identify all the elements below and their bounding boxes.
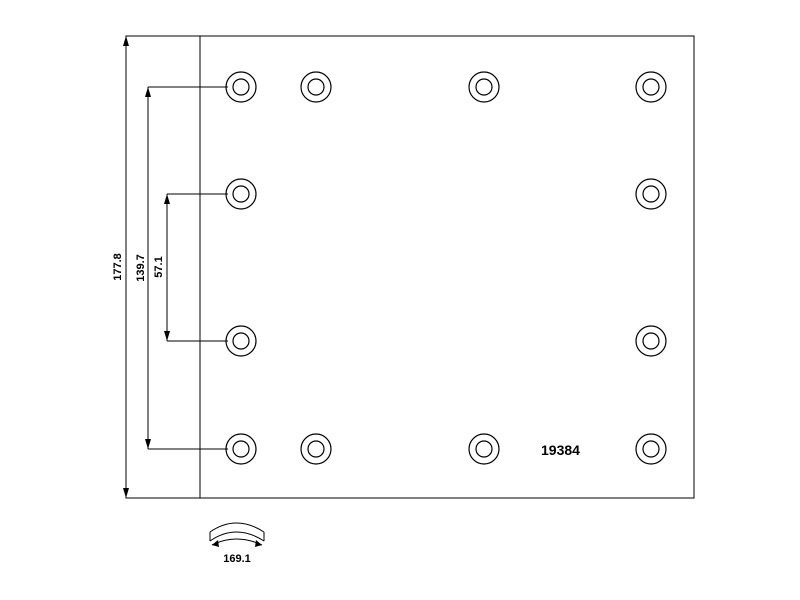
rivet-hole [635,178,667,210]
radius-symbol: 169.1 [209,522,265,565]
rivet-hole [635,325,667,357]
part-number: 19384 [541,442,580,458]
dimension-label-57-1: 57.1 [153,256,165,277]
rivet-hole [300,71,332,103]
dimension-139-7: 139.7 [135,86,228,450]
rivet-hole [635,71,667,103]
lining-outline [125,35,695,499]
rivet-hole [468,433,500,465]
dimension-label-177-8: 177.8 [112,253,124,281]
rivet-hole [635,433,667,465]
rivet-hole [300,433,332,465]
rivet-holes [225,71,667,465]
rivet-hole [225,325,257,357]
rivet-hole [225,71,257,103]
dimension-57-1: 57.1 [153,193,228,342]
rivet-hole [225,433,257,465]
rivet-hole [468,71,500,103]
radius-label: 169.1 [223,553,251,565]
dimension-label-139-7: 139.7 [135,254,147,282]
rivet-hole [225,178,257,210]
dimension-177-8: 177.8 [112,36,129,498]
